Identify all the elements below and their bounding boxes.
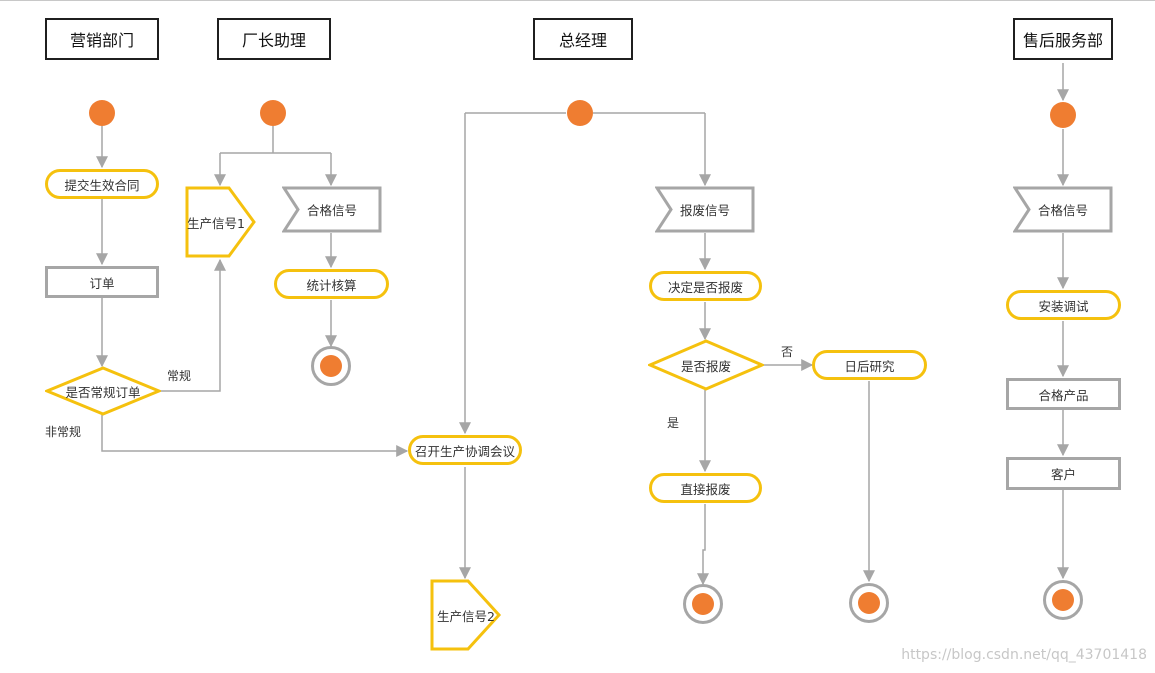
lane-factory-assistant: 厂长助理 [217, 18, 331, 60]
object-qualified-product: 合格产品 [1006, 378, 1121, 410]
label-non-regular: 非常规 [45, 425, 82, 439]
edge-regular-to-signal1 [160, 258, 226, 392]
lane-after-sales: 售后服务部 [1013, 18, 1113, 60]
label-regular: 常规 [167, 369, 192, 383]
activity-decide-scrap: 决定是否报废 [649, 271, 762, 301]
signal-qualified-assistant: 合格信号 [282, 186, 382, 233]
start-node-assistant [260, 100, 286, 126]
receive-signal-shape [1013, 186, 1113, 233]
edge-assistant-start-branch [220, 126, 331, 154]
signal-qualified-aftersales: 合格信号 [1013, 186, 1113, 233]
final-node-assistant [311, 346, 351, 386]
final-node-core [858, 592, 880, 614]
signal-production-2-label: 生产信号2 [437, 608, 495, 624]
send-signal-shape [430, 579, 502, 651]
watermark: https://blog.csdn.net/qq_43701418 [901, 647, 1147, 663]
signal-scrap-label: 报废信号 [679, 203, 730, 218]
decision-is-regular: 是否常规订单 [45, 366, 161, 416]
start-node-aftersales [1050, 102, 1076, 128]
signal-scrap: 报废信号 [655, 186, 755, 233]
decision-is-regular-label: 是否常规订单 [65, 384, 141, 400]
lane-general-manager: 总经理 [533, 18, 633, 60]
label-yes: 是 [667, 416, 680, 430]
lane-marketing: 营销部门 [45, 18, 159, 60]
receive-signal-shape [282, 186, 382, 233]
activity-meeting: 召开生产协调会议 [408, 435, 522, 465]
send-signal-shape [185, 186, 256, 258]
signal-qualified-aftersales-label: 合格信号 [1037, 203, 1088, 218]
edge-nonregular-to-meeting [101, 415, 409, 457]
signal-production-2: 生产信号2 [430, 579, 502, 651]
activity-install-debug: 安装调试 [1006, 290, 1121, 320]
receive-signal-shape [655, 186, 755, 233]
activity-submit-contract: 提交生效合同 [45, 169, 159, 199]
final-node-direct-scrap [683, 584, 723, 624]
signal-production-1-label: 生产信号1 [187, 215, 245, 231]
top-divider [0, 0, 1155, 1]
activity-statistics: 统计核算 [274, 269, 389, 299]
label-no: 否 [781, 345, 794, 359]
object-customer: 客户 [1006, 457, 1121, 490]
final-node-research [849, 583, 889, 623]
decision-diamond-shape [648, 339, 764, 391]
final-node-core [1052, 589, 1074, 611]
decision-diamond-shape [45, 366, 161, 416]
signal-production-1: 生产信号1 [185, 186, 257, 258]
activity-direct-scrap: 直接报废 [649, 473, 762, 503]
object-order: 订单 [45, 266, 159, 298]
final-node-core [320, 355, 342, 377]
decision-is-scrap-label: 是否报废 [680, 358, 731, 374]
start-node-gm [567, 100, 593, 126]
final-node-aftersales [1043, 580, 1083, 620]
edge-direct-to-final [697, 504, 709, 586]
signal-qualified-assistant-label: 合格信号 [306, 203, 357, 218]
final-node-core [692, 593, 714, 615]
decision-is-scrap: 是否报废 [648, 339, 764, 391]
activity-future-research: 日后研究 [812, 350, 927, 380]
start-node-marketing [89, 100, 115, 126]
